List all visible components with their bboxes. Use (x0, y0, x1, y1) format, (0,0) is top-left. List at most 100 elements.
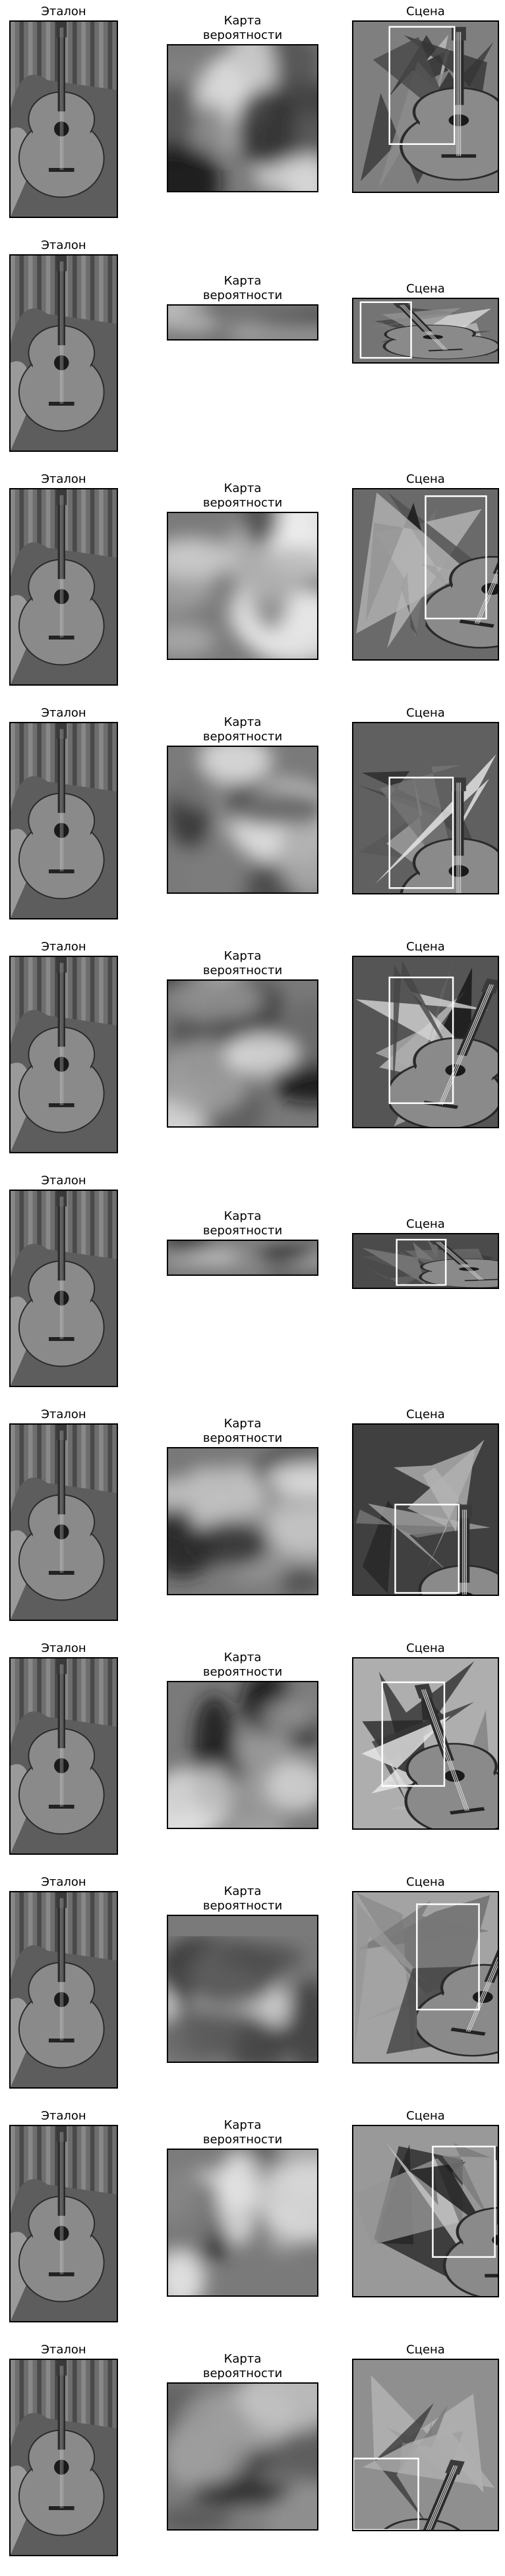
scene-title: Сцена (406, 1217, 445, 1231)
probability-map (167, 1915, 318, 2063)
reference-image-image (11, 2126, 117, 2321)
reference-title: Эталон (41, 1408, 86, 1421)
reference-image (9, 1423, 118, 1621)
reference-image (9, 20, 118, 218)
reference-image-image (11, 489, 117, 684)
probability-map-image (168, 45, 317, 191)
probability-map-image (168, 981, 317, 1126)
scene-image (352, 20, 499, 193)
scene-title: Сцена (406, 1875, 445, 1889)
reference-image (9, 1190, 118, 1387)
probability-map-image (168, 747, 317, 892)
scene-title: Сцена (406, 472, 445, 486)
reference-image (9, 722, 118, 919)
scene-image-image (353, 2360, 498, 2530)
probability-map (167, 44, 318, 192)
probability-map-image (168, 513, 317, 659)
scene-title: Сцена (406, 2109, 445, 2123)
reference-image (9, 2125, 118, 2322)
reference-title: Эталон (41, 5, 86, 18)
scene-title: Сцена (406, 282, 445, 296)
probability-map (167, 1681, 318, 1829)
scene-image (352, 1233, 499, 1289)
scene-title: Сцена (406, 706, 445, 720)
probability-map (167, 979, 318, 1128)
reference-title: Эталон (41, 706, 86, 720)
scene-image-image (353, 489, 498, 659)
scene-image (352, 2125, 499, 2297)
scene-image (352, 488, 499, 661)
probability-map-image (168, 1241, 317, 1274)
scene-image-image (353, 1658, 498, 1828)
reference-image-image (11, 1892, 117, 2087)
probability-map-image (168, 1916, 317, 2062)
scene-image-image (353, 723, 498, 893)
probability-map-image (168, 2150, 317, 2295)
scene-image-image (353, 299, 498, 362)
scene-image-image (353, 1234, 498, 1288)
scene-image-image (353, 1892, 498, 2062)
scene-image (352, 722, 499, 894)
probability-map-image (168, 306, 317, 339)
probability-map-image (168, 2384, 317, 2529)
reference-image-image (11, 1658, 117, 1853)
probability-map (167, 746, 318, 894)
reference-title: Эталон (41, 2343, 86, 2357)
reference-image (9, 1891, 118, 2089)
scene-image (352, 1657, 499, 1830)
reference-title: Эталон (41, 940, 86, 954)
reference-image (9, 254, 118, 452)
probability-map (167, 304, 318, 341)
reference-image-image (11, 957, 117, 1152)
scene-image (352, 1423, 499, 1596)
scene-title: Сцена (406, 1641, 445, 1655)
scene-title: Сцена (406, 2343, 445, 2357)
probability-map-image (168, 1448, 317, 1594)
probability-map-image (168, 1682, 317, 1828)
scene-image-image (353, 957, 498, 1127)
scene-title: Сцена (406, 1408, 445, 1421)
probability-map (167, 1447, 318, 1595)
reference-title: Эталон (41, 238, 86, 252)
reference-image-image (11, 256, 117, 451)
reference-image (9, 488, 118, 686)
scene-image-image (353, 2126, 498, 2296)
probability-map (167, 1240, 318, 1276)
scene-image-image (353, 1425, 498, 1595)
reference-title: Эталон (41, 1641, 86, 1655)
scene-title: Сцена (406, 940, 445, 954)
reference-image (9, 1657, 118, 1855)
scene-image (352, 1891, 499, 2064)
scene-image (352, 2359, 499, 2531)
probability-map (167, 2149, 318, 2297)
reference-image (9, 2359, 118, 2556)
reference-image (9, 956, 118, 1153)
reference-title: Эталон (41, 1875, 86, 1889)
reference-title: Эталон (41, 1174, 86, 1188)
reference-image-image (11, 723, 117, 918)
probability-map (167, 2382, 318, 2531)
scene-image-image (353, 22, 498, 192)
reference-title: Эталон (41, 472, 86, 486)
